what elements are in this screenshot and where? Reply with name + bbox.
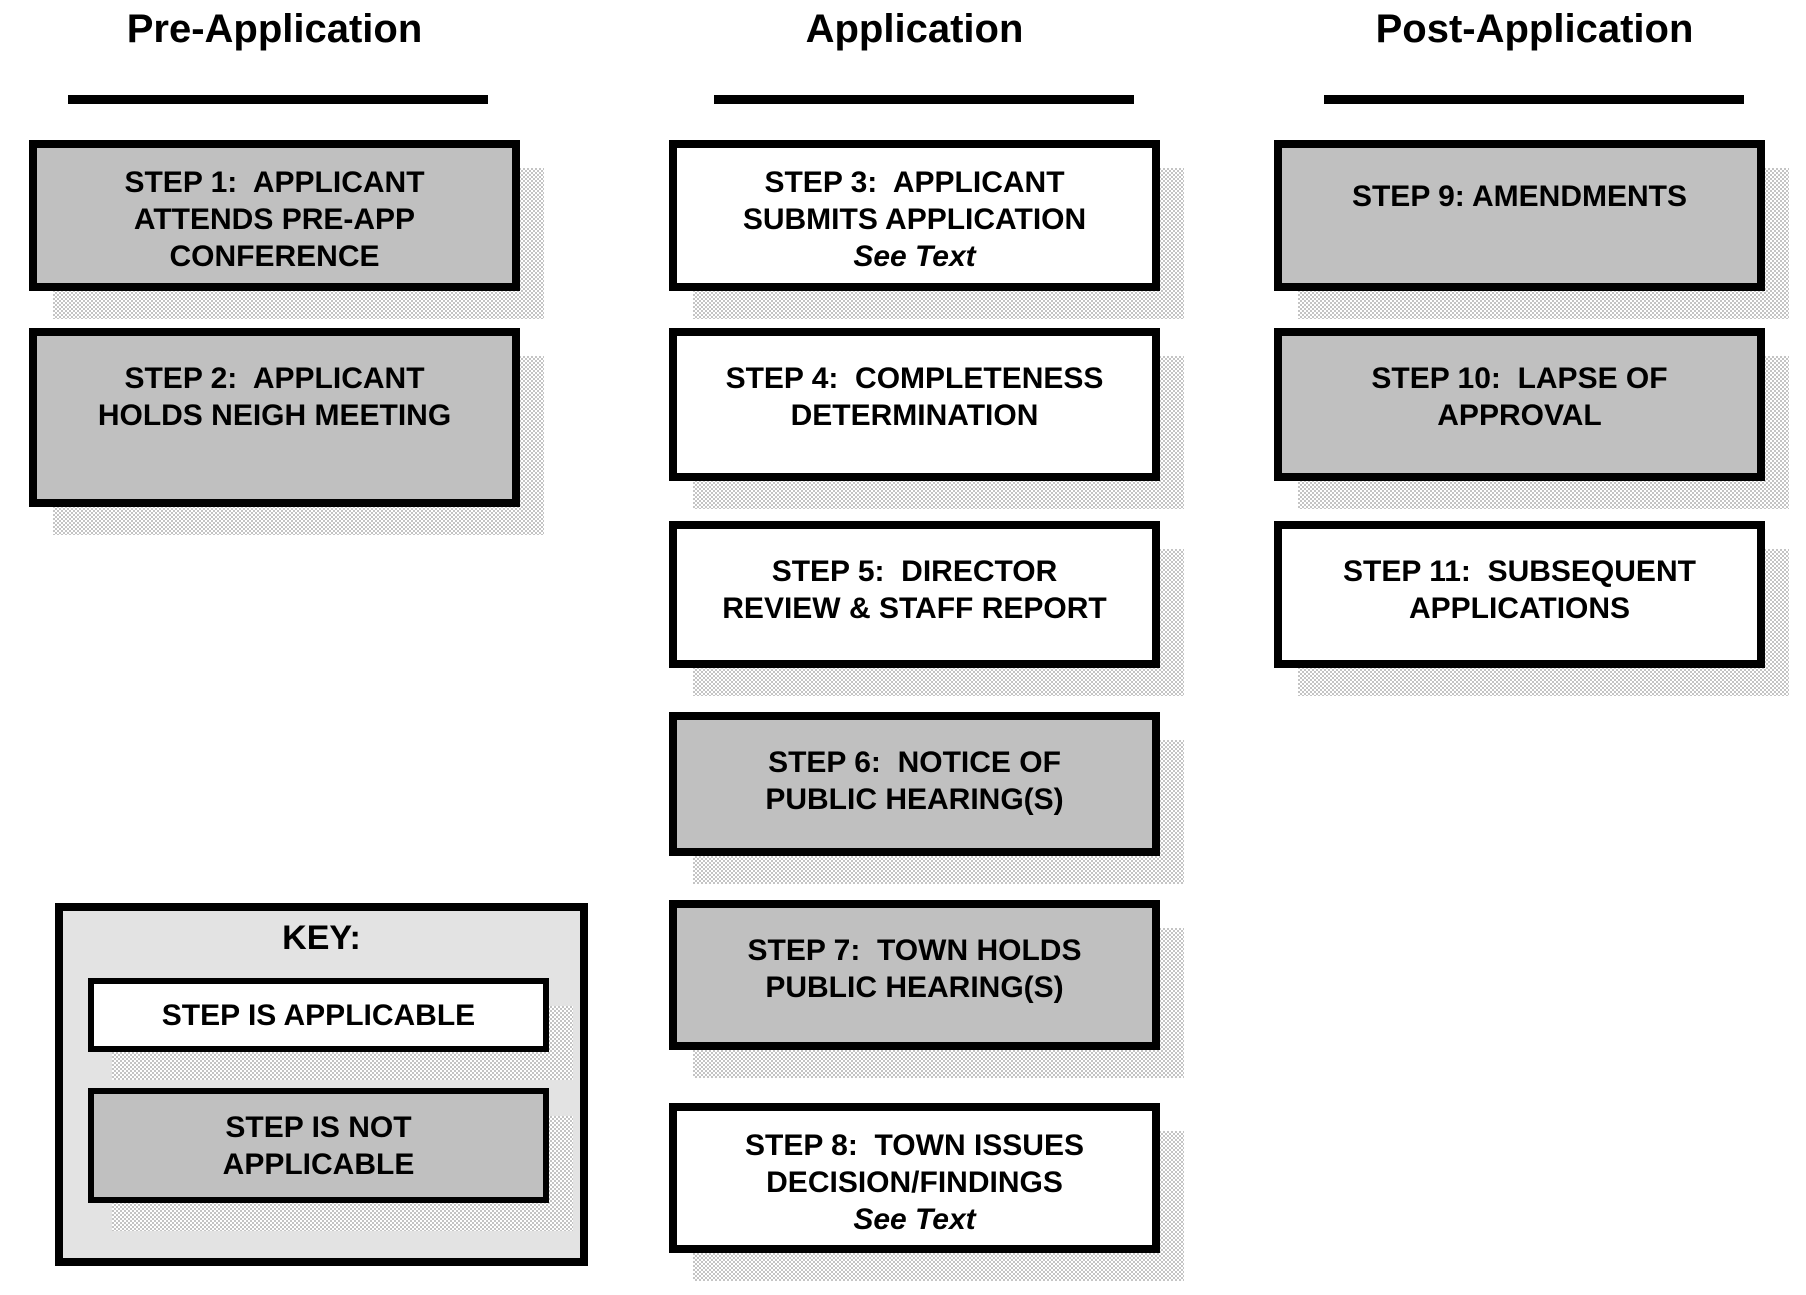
- step-1-box: STEP 1: APPLICANT ATTENDS PRE-APP CONFER…: [29, 140, 520, 291]
- column-title-post-application: Post-Application: [1375, 7, 1694, 51]
- post-application-underline: [1324, 95, 1744, 104]
- step-3-box: STEP 3: APPLICANT SUBMITS APPLICATION Se…: [669, 140, 1160, 291]
- step-5-text: REVIEW & STAFF REPORT: [722, 592, 1107, 625]
- application-underline: [714, 95, 1134, 104]
- step-10-text: APPROVAL: [1437, 399, 1602, 432]
- step-11-text: STEP 11: SUBSEQUENT: [1343, 555, 1696, 588]
- step-9-box: STEP 9: AMENDMENTS: [1274, 140, 1765, 291]
- step-3-text: STEP 3: APPLICANT: [764, 166, 1065, 199]
- step-4-text: STEP 4: COMPLETENESS: [725, 362, 1104, 395]
- key-not-applicable-text: STEP IS NOT: [225, 1110, 412, 1144]
- step-4-text: DETERMINATION: [790, 399, 1039, 432]
- key-title: KEY:: [282, 919, 361, 957]
- step-8-text: DECISION/FINDINGS: [766, 1166, 1063, 1199]
- key-applicable-box: STEP IS APPLICABLE: [88, 978, 549, 1052]
- step-1-text: STEP 1: APPLICANT: [124, 166, 425, 199]
- column-title-pre-application: Pre-Application: [126, 7, 423, 51]
- step-2-text: STEP 2: APPLICANT: [124, 362, 425, 395]
- step-2-box: STEP 2: APPLICANT HOLDS NEIGH MEETING: [29, 328, 520, 507]
- step-10-box: STEP 10: LAPSE OF APPROVAL: [1274, 328, 1765, 481]
- step-3-text: SUBMITS APPLICATION: [742, 203, 1087, 236]
- column-title-application: Application: [805, 7, 1024, 51]
- step-7-box: STEP 7: TOWN HOLDS PUBLIC HEARING(S): [669, 900, 1160, 1050]
- step-11-box: STEP 11: SUBSEQUENT APPLICATIONS: [1274, 521, 1765, 668]
- key-applicable-text: STEP IS APPLICABLE: [161, 998, 476, 1032]
- step-10-text: STEP 10: LAPSE OF: [1371, 362, 1668, 395]
- pre-application-underline: [68, 95, 488, 104]
- step-8-see-text-note: See Text: [853, 1203, 976, 1236]
- step-9-text: STEP 9: AMENDMENTS: [1351, 180, 1688, 213]
- step-8-text: STEP 8: TOWN ISSUES: [745, 1129, 1084, 1162]
- step-1-text: ATTENDS PRE-APP: [133, 203, 416, 236]
- step-5-text: STEP 5: DIRECTOR: [771, 555, 1058, 588]
- step-2-text: HOLDS NEIGH MEETING: [97, 399, 452, 432]
- step-7-text: PUBLIC HEARING(S): [765, 971, 1064, 1004]
- step-3-see-text-note: See Text: [853, 240, 976, 273]
- step-11-text: APPLICATIONS: [1408, 592, 1631, 625]
- key-not-applicable-text: APPLICABLE: [222, 1147, 415, 1181]
- step-6-text: STEP 6: NOTICE OF: [768, 746, 1061, 779]
- step-6-box: STEP 6: NOTICE OF PUBLIC HEARING(S): [669, 712, 1160, 856]
- step-1-text: CONFERENCE: [169, 240, 380, 273]
- step-5-box: STEP 5: DIRECTOR REVIEW & STAFF REPORT: [669, 521, 1160, 668]
- key-not-applicable-box: STEP IS NOT APPLICABLE: [88, 1088, 549, 1203]
- step-6-text: PUBLIC HEARING(S): [765, 783, 1064, 816]
- step-8-box: STEP 8: TOWN ISSUES DECISION/FINDINGS Se…: [669, 1103, 1160, 1253]
- step-4-box: STEP 4: COMPLETENESS DETERMINATION: [669, 328, 1160, 481]
- step-7-text: STEP 7: TOWN HOLDS: [747, 934, 1082, 967]
